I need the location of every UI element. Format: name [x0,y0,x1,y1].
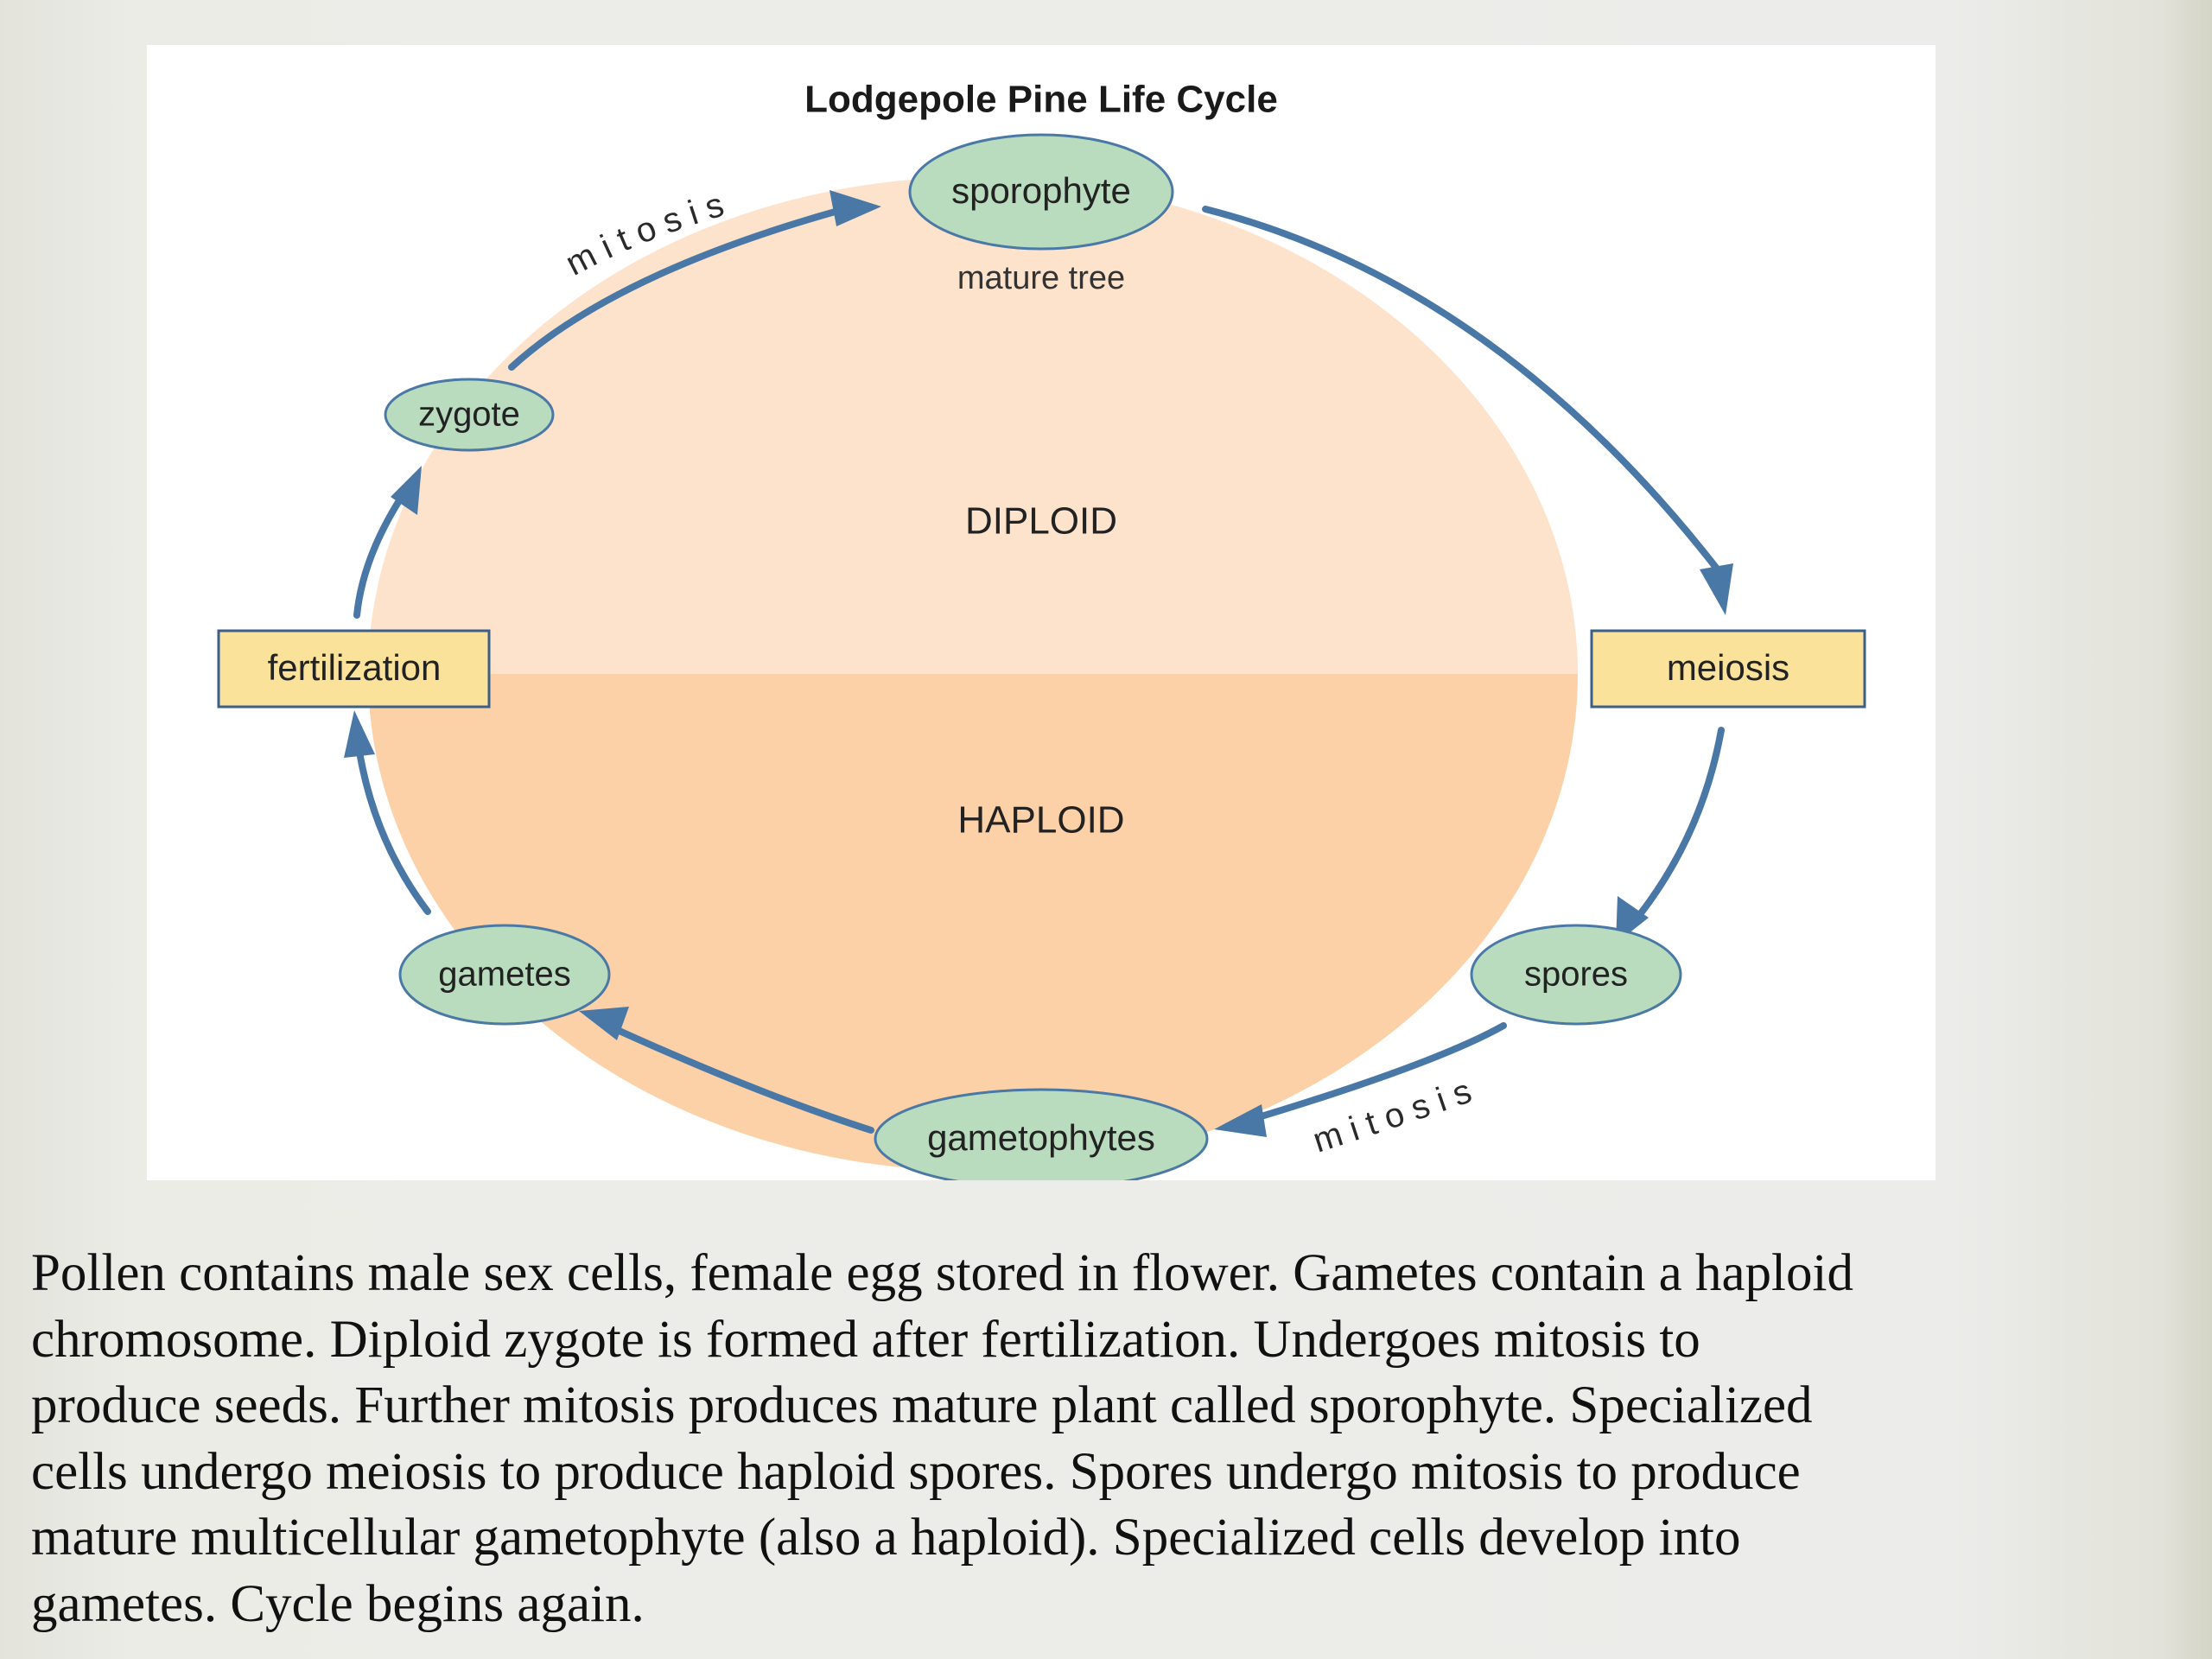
arrowhead-fertilization [344,710,375,758]
arrow-gametes-to-fertilization [355,743,431,915]
spores-label: spores [1524,956,1628,994]
fertilization-label: fertilization [268,647,442,688]
life-cycle-svg: Lodgepole Pine Life Cycle mitosis mitosi… [217,79,1866,1180]
slide-edge-shadow [2160,0,2212,1659]
haploid-label: HAPLOID [957,799,1124,842]
caption-line: chromosome. Diploid zygote is formed aft… [31,1310,1700,1369]
arrowhead-sporophyte [830,190,881,226]
arrow-zygote-to-sporophyte [508,207,842,371]
mitosis-label-bottom: mitosis [1308,1069,1485,1160]
node-gametophytes: gametophytes [874,1088,1209,1180]
arrow-gametophytes-to-gametes [610,1025,874,1134]
caption-line: produce seeds. Further mitosis produces … [31,1376,1813,1434]
caption-line: Pollen contains male sex cells, female e… [31,1244,1853,1302]
arrow-sporophyte-to-meiosis [1202,206,1723,575]
arrow-spores-to-gametophytes [1241,1022,1507,1125]
gametes-label: gametes [438,956,570,994]
diploid-region [368,177,1578,674]
arrow-meiosis-to-spores [1634,727,1725,921]
node-spores: spores [1470,924,1682,1026]
node-gametes: gametes [398,924,611,1026]
arrowhead-gametophytes [1214,1104,1267,1137]
zygote-label: zygote [418,396,520,434]
gametophytes-label: gametophytes [927,1117,1155,1158]
sporophyte-sublabel: mature tree [957,260,1125,296]
diagram-title: Lodgepole Pine Life Cycle [804,79,1278,121]
arrow-fertilization-to-zygote [353,486,410,619]
caption-paragraph: Pollen contains male sex cells, female e… [31,1241,2157,1637]
caption-line: mature multicellular gametophyte (also a… [31,1509,1741,1567]
haploid-region [368,674,1578,1171]
caption-line: gametes. Cycle begins again. [31,1574,645,1633]
caption-line: cells undergo meiosis to produce haploid… [31,1442,1801,1501]
arrowhead-meiosis [1700,563,1733,615]
arrowhead-zygote [391,466,422,515]
node-zygote: zygote [384,378,555,452]
process-fertilization: fertilization [217,629,491,709]
diploid-label: DIPLOID [965,500,1117,543]
process-meiosis: meiosis [1590,629,1866,709]
arrowhead-gametes [579,1007,629,1040]
meiosis-label: meiosis [1667,647,1789,688]
life-cycle-diagram: Lodgepole Pine Life Cycle mitosis mitosi… [147,45,1936,1180]
sporophyte-label: sporophyte [951,170,1131,211]
node-sporophyte: sporophyte [908,133,1174,251]
